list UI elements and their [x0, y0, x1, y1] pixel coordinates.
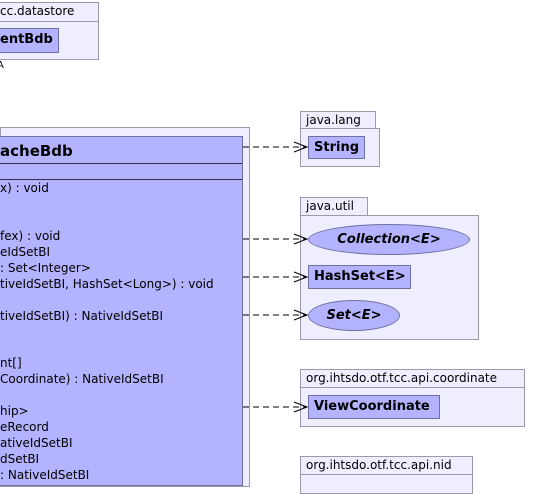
method-row: tiveIdSetBI) : NativeIdSetBI [0, 309, 163, 323]
method-row: fex) : void [0, 229, 61, 243]
datastore-note: A [0, 60, 4, 71]
datastore-class[interactable]: entBdb [0, 28, 59, 53]
dependency-arrows [243, 141, 309, 413]
method-row: hip> [0, 404, 29, 418]
nid-package-tab: org.ihtsdo.otf.tcc.api.nid [300, 456, 473, 475]
string-class[interactable]: String [308, 136, 365, 159]
method-row: : NativeIdSetBI [0, 468, 90, 482]
java-util-package-tab: java.util [300, 197, 368, 216]
viewcoordinate-class[interactable]: ViewCoordinate [308, 395, 440, 419]
method-row: dSetBI [0, 452, 40, 466]
method-row: tiveIdSetBI, HashSet<Long>) : void [0, 277, 214, 291]
set-interface[interactable]: Set<E> [308, 300, 400, 331]
method-row: eRecord [0, 420, 49, 434]
method-row: Coordinate) : NativeIdSetBI [0, 372, 164, 386]
main-class-title: acheBdb [0, 142, 73, 160]
collection-interface[interactable]: Collection<E> [308, 224, 470, 255]
title-divider [0, 163, 242, 164]
method-row: : Set<Integer> [0, 261, 91, 275]
method-row: ativeIdSetBI [0, 436, 73, 450]
method-row: eIdSetBI [0, 245, 51, 259]
main-class-box[interactable] [0, 136, 243, 486]
method-row: nt[] [0, 356, 22, 370]
fields-divider [0, 179, 242, 180]
method-row: x) : void [0, 181, 49, 195]
hashset-class[interactable]: HashSet<E> [308, 265, 411, 289]
